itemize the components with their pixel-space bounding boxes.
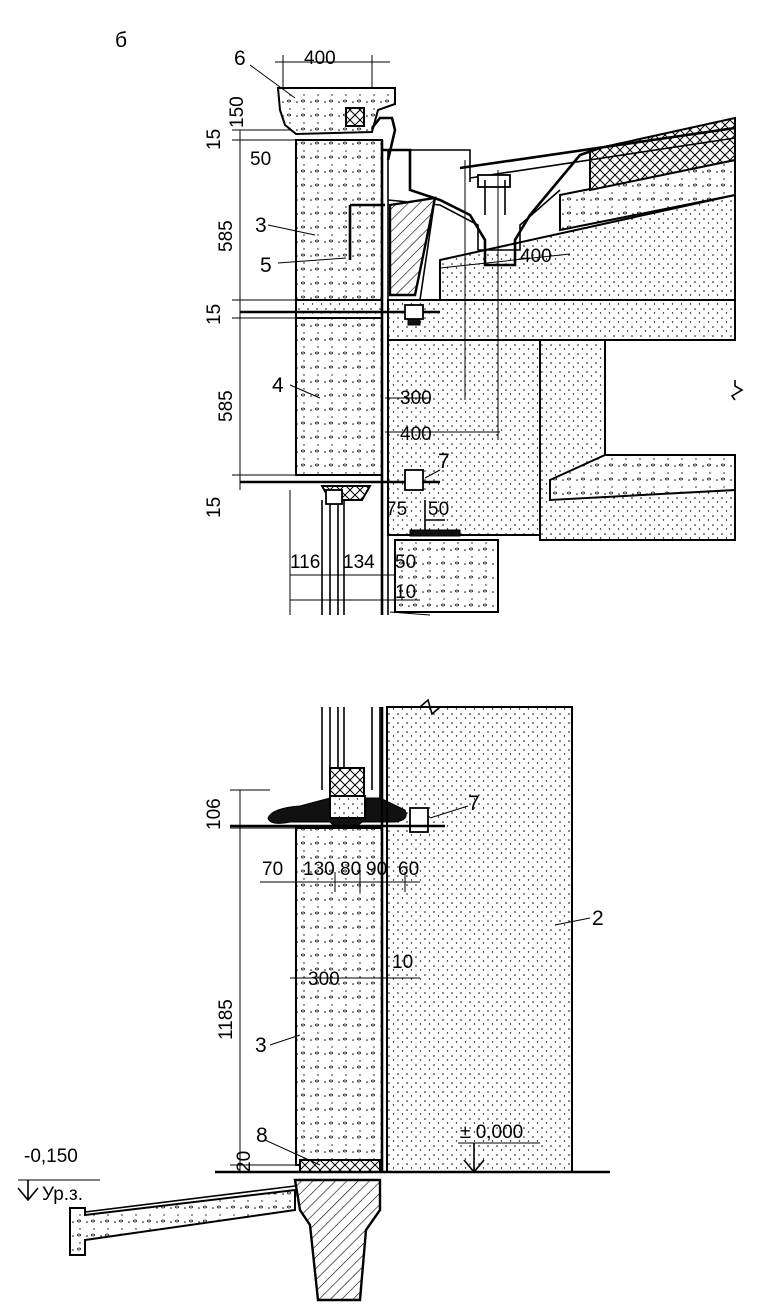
upper-detail: 400 150 15 50 585 15 585 15 300 400 400 … — [204, 47, 744, 616]
label-bracket-7-lower: 7 — [468, 792, 480, 815]
level-ground: -0,150 — [24, 1146, 78, 1167]
level-zero: ± 0,000 — [460, 1122, 523, 1143]
dim-offset-300: 300 — [400, 388, 432, 409]
foundation-beam — [293, 1178, 382, 1302]
dim-sill-106: 106 — [204, 798, 225, 830]
gutter-profile — [382, 146, 601, 267]
coping-flashing — [370, 116, 397, 161]
dim-panel-4-height: 585 — [216, 390, 237, 422]
dim-top-width: 400 — [304, 48, 336, 69]
dim-w90: 90 — [366, 859, 387, 880]
label-panel-3-lower: 3 — [255, 1034, 267, 1057]
label-bracket-7: 7 — [438, 450, 450, 473]
dim-sill-116: 116 — [290, 552, 320, 573]
gutter-drain — [484, 180, 506, 215]
support-block — [394, 539, 499, 613]
bracket-anchor-plate — [409, 529, 461, 537]
sill-core — [329, 795, 366, 819]
parapet-wall — [400, 149, 471, 182]
coping-block — [276, 87, 396, 136]
dim-gap-10-lower: 10 — [392, 952, 413, 973]
label-panel-3: 3 — [255, 214, 267, 237]
dim-setback: 50 — [250, 149, 271, 170]
gutter-clamp — [477, 174, 511, 188]
dim-anchor-50b: 50 — [395, 552, 416, 573]
girder-web-right — [539, 339, 736, 541]
gutter-profile-inner — [387, 189, 561, 251]
upper-dimensions — [232, 55, 571, 616]
bracket-bolt — [404, 469, 424, 491]
dim-w70: 70 — [262, 859, 283, 880]
joint-bolt — [404, 304, 424, 320]
dim-offset-400: 400 — [400, 424, 432, 445]
girder-shelf — [549, 454, 736, 502]
dim-w80: 80 — [340, 859, 361, 880]
dim-coping-height: 150 — [227, 96, 248, 128]
lower-dimensions — [18, 789, 540, 1181]
figure-label: б — [115, 29, 127, 52]
label-anchor-5: 5 — [260, 254, 272, 277]
anchor-rod — [348, 203, 385, 260]
wall-block — [386, 706, 573, 1173]
label-wall-2: 2 — [592, 907, 604, 930]
level-ground-arrow — [17, 1180, 39, 1202]
dim-joint-2: 15 — [204, 304, 225, 325]
wall-break — [400, 698, 441, 716]
dim-w60: 60 — [398, 859, 419, 880]
window-frame — [321, 500, 345, 615]
level-ground-label: Ур.з. — [42, 1184, 83, 1205]
label-seal-8: 8 — [256, 1124, 268, 1147]
dim-anchor-50a: 50 — [428, 499, 449, 520]
coping-bar — [345, 107, 365, 127]
panel-upper — [295, 139, 383, 301]
break-line — [730, 380, 744, 401]
dim-w130: 130 — [303, 859, 335, 880]
level-zero-arrow — [463, 1143, 485, 1174]
roof-membrane-2 — [469, 137, 736, 179]
joint-bolt-2 — [407, 318, 421, 326]
girder — [387, 299, 736, 341]
lower-detail: 106 70 130 80 90 60 300 10 1185 20 7 2 3… — [17, 698, 610, 1302]
dim-joint-1: 15 — [204, 129, 225, 150]
blind-area — [69, 1188, 296, 1256]
dim-joint-3: 15 — [204, 497, 225, 518]
window-mullion — [325, 489, 343, 505]
dim-panel-1185: 1185 — [216, 999, 237, 1040]
joint-fill — [295, 299, 383, 319]
dim-girder-400: 400 — [520, 246, 552, 267]
dim-gap-10: 10 — [395, 582, 416, 603]
label-panel-4: 4 — [272, 374, 284, 397]
strut — [419, 197, 436, 301]
sill-bolt — [409, 807, 429, 833]
roof-insulation-crosshatch — [589, 116, 736, 192]
insulation-wedge — [388, 196, 437, 297]
dim-panel-300: 300 — [308, 969, 340, 990]
dim-base-20: 20 — [234, 1151, 255, 1172]
dim-panel-3-height: 585 — [216, 220, 237, 252]
label-coping-6: 6 — [234, 47, 246, 70]
dim-sill-134: 134 — [343, 552, 375, 573]
panel-lower — [295, 317, 383, 476]
lower-window-frame — [321, 707, 381, 800]
lower-window-seal — [329, 767, 365, 797]
dim-anchor-75: 75 — [386, 499, 407, 520]
blind-area-top — [84, 1185, 296, 1213]
